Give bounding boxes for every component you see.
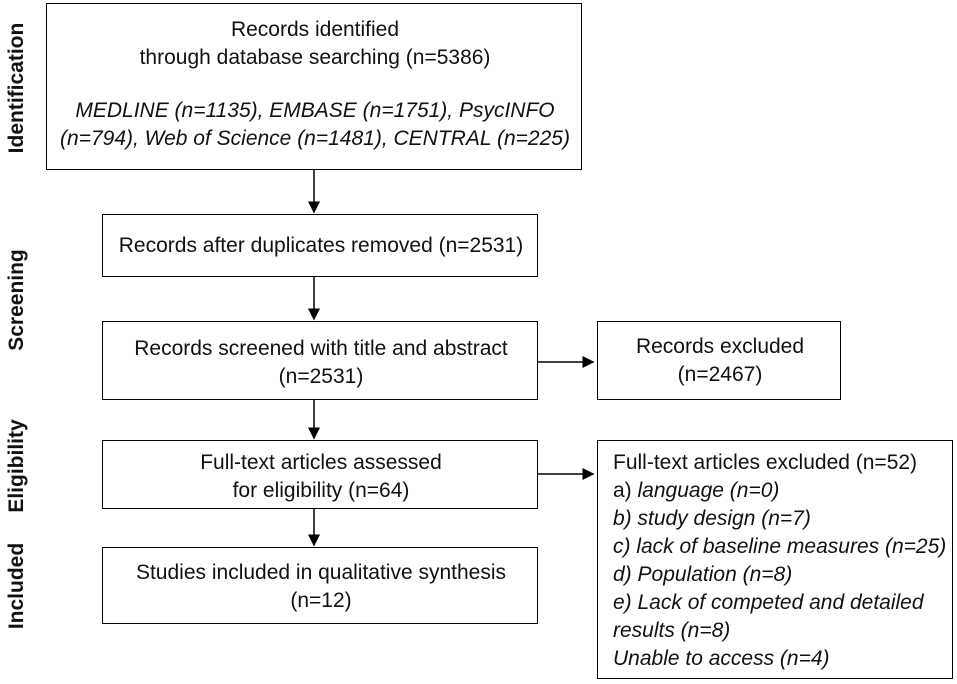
exclusion-reason-item: b) study design (n=7)	[613, 507, 811, 530]
included-line2: (n=12)	[290, 589, 352, 612]
exclusion-reason-item: a) language (n=0)	[613, 477, 779, 504]
fulltext-line2: for eligibility (n=64)	[232, 479, 410, 502]
excluded-records-line1: Records excluded	[635, 335, 805, 358]
exclusion-reason-item: d) Population (n=8)	[613, 563, 793, 586]
exclusion-reason-item: results (n=8)	[613, 619, 731, 642]
fulltext-assessed-box: Full-text articles assessed for eligibil…	[102, 440, 538, 509]
duplicates-removed-box: Records after duplicates removed (n=2531…	[102, 214, 538, 277]
screened-line1: Records screened with title and abstract	[134, 337, 508, 360]
records-identified-box: Records identified through database sear…	[46, 3, 582, 170]
duplicates-line1: Records after duplicates removed (n=2531…	[118, 234, 524, 257]
records-excluded-box: Records excluded (n=2467)	[597, 321, 841, 400]
exclusion-reason-text: language (n=0)	[637, 479, 780, 502]
exclusion-reason-item: Unable to access (n=4)	[613, 647, 830, 670]
identified-sources-line2: (n=794), Web of Science (n=1481), CENTRA…	[60, 127, 570, 150]
fulltext-excluded-title: Full-text articles excluded (n=52)	[613, 451, 918, 474]
exclusion-reason-prefix: a)	[613, 479, 638, 502]
identified-line1: Records identified	[230, 18, 400, 41]
identified-sources-line1: MEDLINE (n=1135), EMBASE (n=1751), PsycI…	[75, 99, 555, 122]
studies-included-box: Studies included in qualitative synthesi…	[102, 547, 538, 624]
screened-line2: (n=2531)	[278, 365, 364, 388]
included-line1: Studies included in qualitative synthesi…	[135, 561, 507, 584]
fulltext-line1: Full-text articles assessed	[200, 451, 442, 474]
excluded-records-line2: (n=2467)	[677, 363, 763, 386]
fulltext-excluded-box: Full-text articles excluded (n=52) a) la…	[597, 440, 953, 679]
records-screened-box: Records screened with title and abstract…	[102, 321, 538, 400]
exclusion-reason-item: c) lack of baseline measures (n=25)	[613, 535, 947, 558]
exclusion-reason-item: e) Lack of competed and detailed	[613, 591, 924, 614]
identified-line2: through database searching (n=5386)	[139, 46, 491, 69]
